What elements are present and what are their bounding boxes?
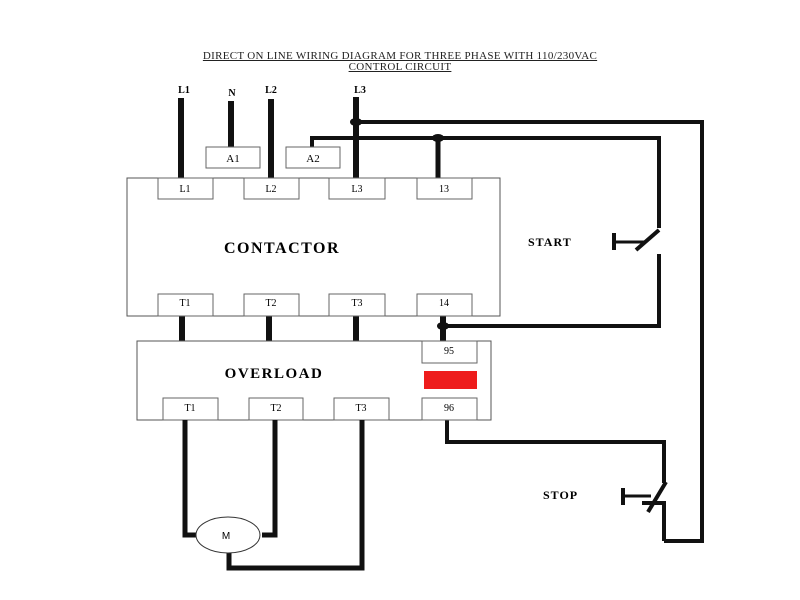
power-wires <box>178 97 446 342</box>
coil-terminal-a1 <box>205 146 261 169</box>
coil-terminal-a2 <box>285 146 341 169</box>
contactor-terminal-t3 <box>328 293 386 317</box>
overload-label-95: 95 <box>444 346 454 357</box>
contactor-terminal-l1 <box>157 177 214 200</box>
contactor-block: L1 L2 L3 13 CONTACTOR T1 T2 T3 14 <box>126 177 501 317</box>
supply-label-n: N <box>228 88 236 99</box>
overload-terminal-95 <box>421 340 478 364</box>
terminal-label: T2 <box>265 298 276 309</box>
wire-motor-t3 <box>226 420 365 571</box>
overload-terminal-96 <box>421 397 478 421</box>
coil-label-a2: A2 <box>306 153 319 165</box>
start-button[interactable]: START <box>528 228 661 252</box>
terminal-label: L2 <box>265 184 276 195</box>
junction-dot <box>437 322 449 330</box>
contactor-terminal-l3 <box>328 177 386 200</box>
start-label: START <box>528 235 572 249</box>
wire-motor-t2 <box>262 420 278 538</box>
contactor-label: CONTACTOR <box>224 240 340 257</box>
stop-contact-icon <box>646 480 668 514</box>
contactor-terminal-t2 <box>243 293 300 317</box>
junction-dot <box>350 118 362 126</box>
overload-terminal-t1 <box>162 397 219 421</box>
terminal-label: L3 <box>351 184 362 195</box>
junction-dot <box>432 134 444 142</box>
motor-symbol <box>195 516 261 554</box>
terminal-label: T1 <box>184 403 195 414</box>
start-contact-icon <box>634 228 661 252</box>
control-wires <box>310 120 704 543</box>
terminal-label: 14 <box>439 298 449 309</box>
wire-96-to-stop <box>445 420 666 483</box>
terminal-label: 13 <box>439 184 449 195</box>
wire-a2-to-start <box>310 136 661 228</box>
stop-label: STOP <box>543 488 578 502</box>
terminal-label: T3 <box>351 298 362 309</box>
overload-label: OVERLOAD <box>225 366 324 382</box>
contactor-terminal-t1 <box>157 293 214 317</box>
terminal-label: T3 <box>355 403 366 414</box>
diagram-title-line-2: CONTROL CIRCUIT <box>348 61 452 73</box>
overload-label-96: 96 <box>444 403 454 414</box>
junctions <box>350 118 449 330</box>
supply-label-l2: L2 <box>265 85 277 96</box>
motor-wires <box>182 420 365 571</box>
terminal-label: T1 <box>179 298 190 309</box>
wire-motor-t1 <box>182 420 197 538</box>
diagram-title-line-1: DIRECT ON LINE WIRING DIAGRAM FOR THREE … <box>202 50 598 62</box>
stop-button[interactable]: STOP <box>543 480 668 514</box>
overload-trip-indicator <box>424 371 477 389</box>
wire-l3-to-stop <box>356 120 704 543</box>
contactor-terminal-14 <box>416 293 473 317</box>
wire-start-to-14 <box>443 254 661 328</box>
contactor-terminal-l2 <box>243 177 300 200</box>
terminal-label: T2 <box>270 403 281 414</box>
contactor-terminal-13 <box>416 177 473 200</box>
coil-label-a1: A1 <box>226 153 239 165</box>
supply-label-l1: L1 <box>178 85 190 96</box>
supply-label-l3: L3 <box>354 85 366 96</box>
overload-block: 95 OVERLOAD T1 T2 T3 96 <box>136 340 492 421</box>
terminal-label: L1 <box>179 184 190 195</box>
motor-label: M <box>222 531 230 542</box>
